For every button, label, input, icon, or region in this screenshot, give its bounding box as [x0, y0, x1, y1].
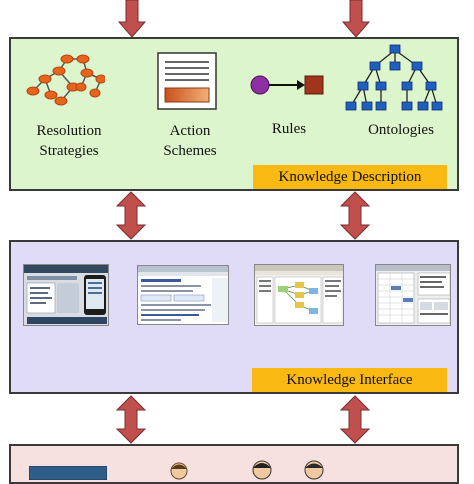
action-scheme-document-icon	[157, 52, 217, 110]
top-arrow-left	[117, 0, 147, 38]
user-avatar-icon	[252, 460, 272, 480]
web-form-screenshot	[137, 265, 229, 325]
knowledge-interface-panel: Knowledge Interface	[9, 240, 459, 394]
graph-editor-screenshot	[254, 264, 344, 326]
monitor-user-icon	[29, 466, 107, 480]
double-arrow-left-lower	[115, 395, 147, 444]
rule-arrow-icon	[250, 75, 324, 95]
ontologies-label: Ontologies	[368, 122, 434, 138]
user-panel	[9, 444, 459, 484]
double-arrow-right-lower	[339, 395, 371, 444]
table-editor-screenshot	[375, 264, 451, 326]
action-schemes-label: Action Schemes	[163, 123, 217, 159]
user-avatar-icon	[304, 460, 324, 480]
double-arrow-left-upper	[115, 191, 147, 240]
rules-label: Rules	[271, 121, 307, 137]
user-avatar-icon	[170, 462, 188, 480]
knowledge-description-panel: Resolution Strategies Action Schemes Rul…	[9, 37, 459, 191]
top-arrow-right	[341, 0, 371, 38]
resolution-strategies-label: Resolution Strategies	[36, 123, 102, 159]
knowledge-interface-banner: Knowledge Interface	[252, 368, 447, 392]
knowledge-description-banner: Knowledge Description	[253, 165, 447, 189]
graph-network-icon	[26, 54, 105, 106]
mobile-app-screenshot	[23, 264, 109, 326]
ontology-tree-icon	[345, 44, 443, 111]
double-arrow-right-upper	[339, 191, 371, 240]
